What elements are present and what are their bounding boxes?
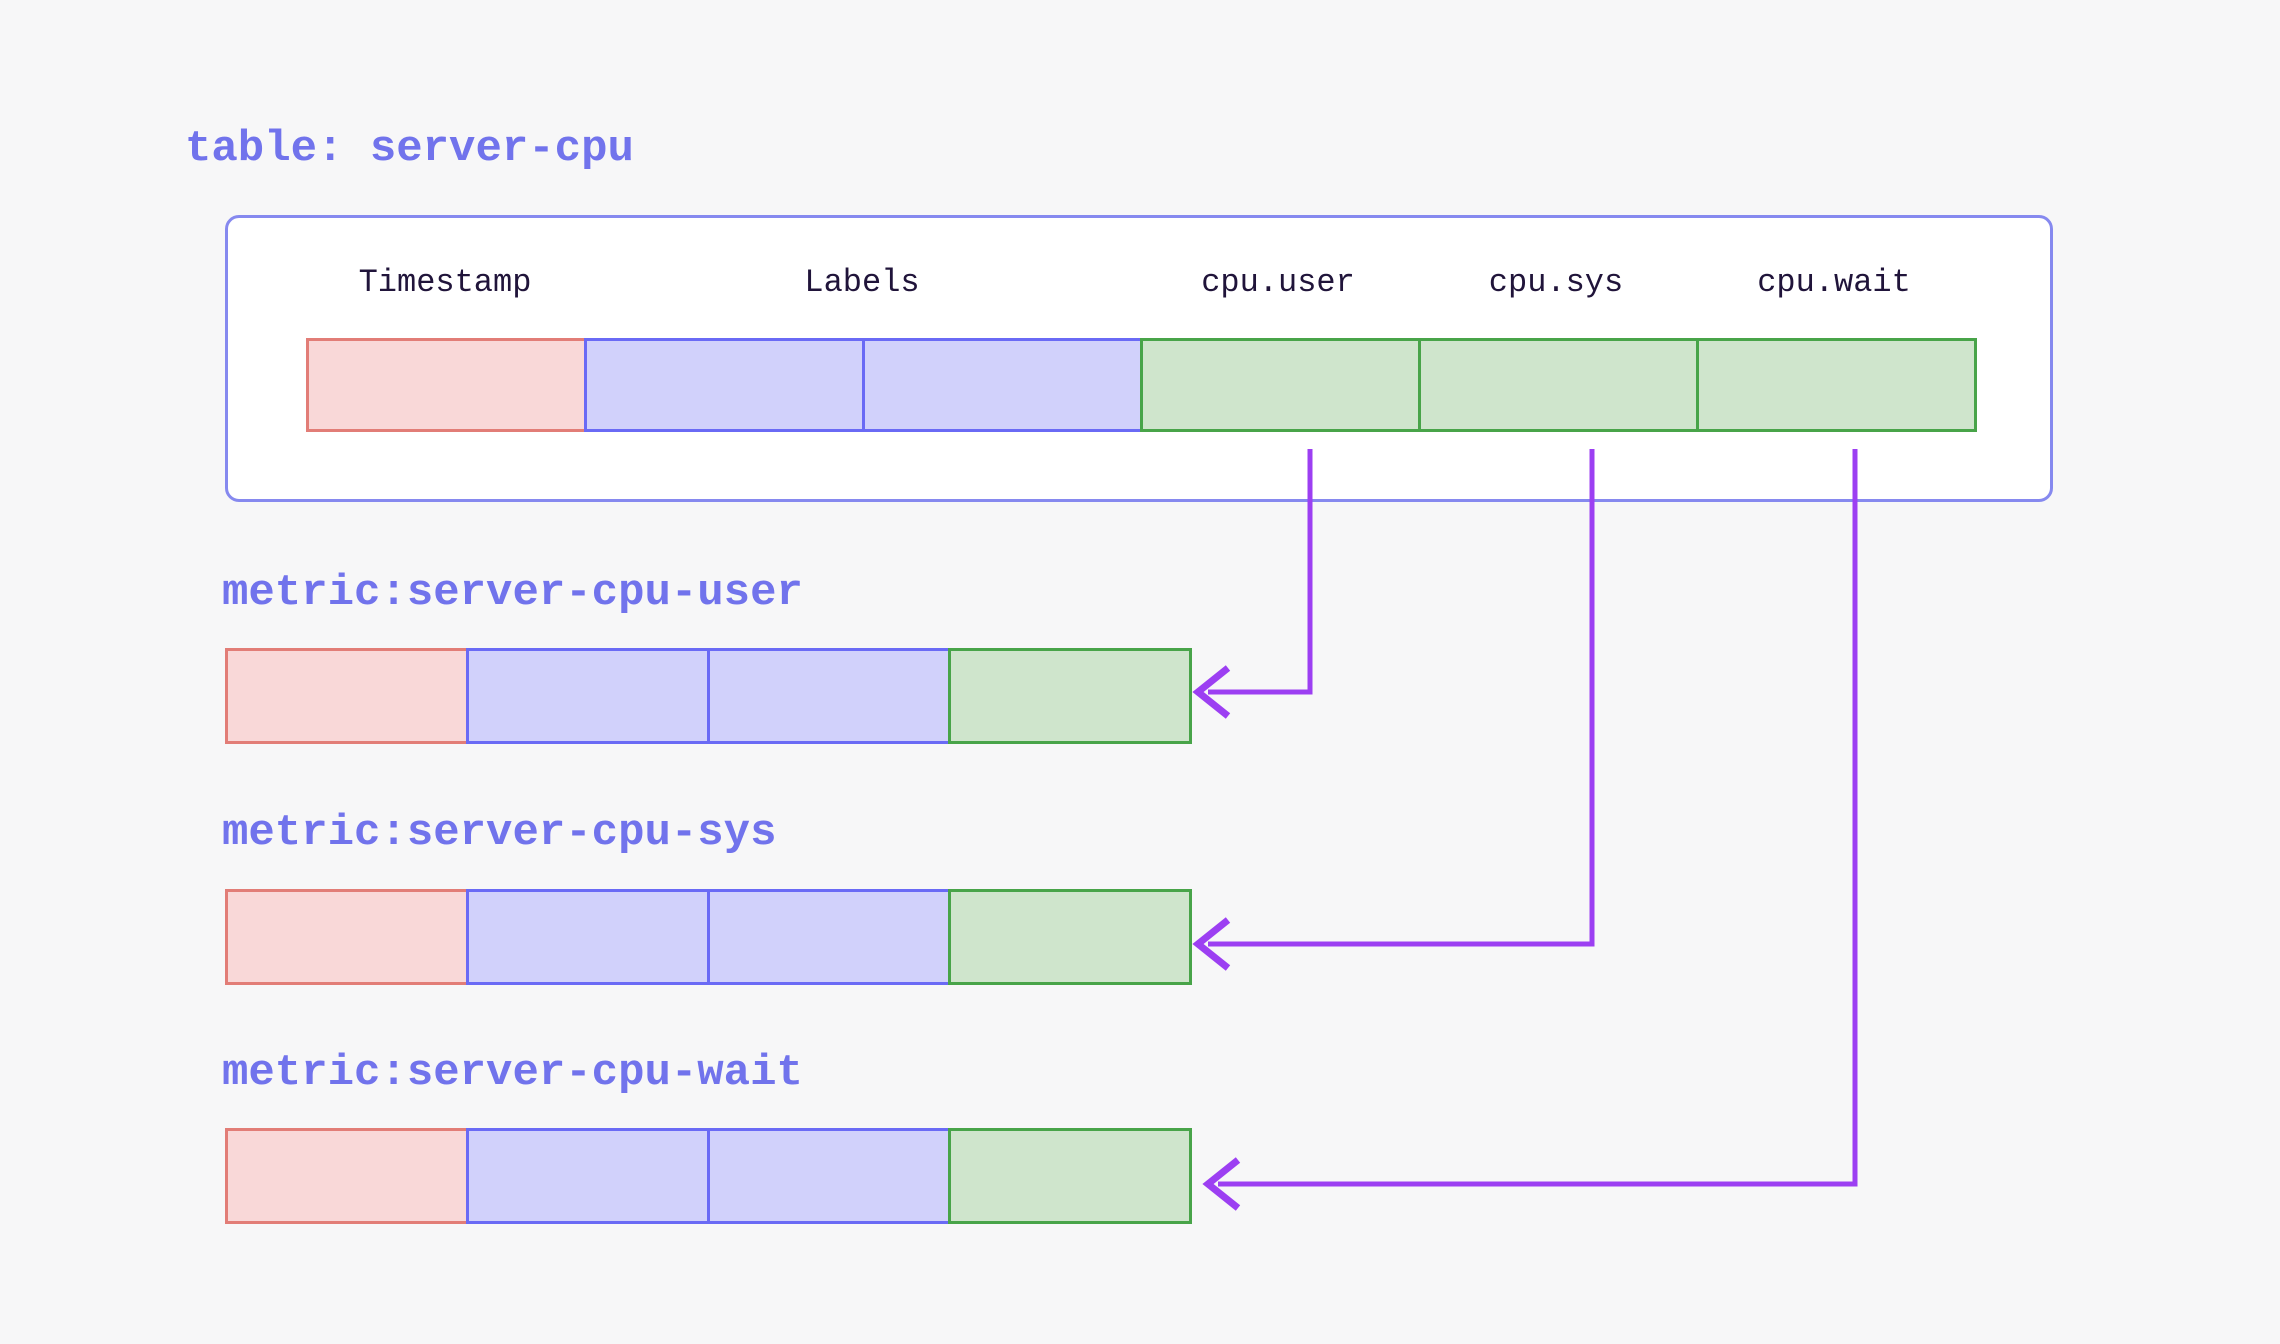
label-cell <box>707 889 951 985</box>
metric-title-sys: metric:server-cpu-sys <box>222 808 777 858</box>
column-header-cpu-user: cpu.user <box>1201 264 1355 301</box>
label-cell <box>466 648 710 744</box>
field-cell <box>948 889 1192 985</box>
label-cell <box>466 1128 710 1224</box>
label-cell <box>584 338 865 432</box>
metric-title-wait: metric:server-cpu-wait <box>222 1048 803 1098</box>
column-header-cpu-sys: cpu.sys <box>1488 264 1624 301</box>
field-cell <box>948 1128 1192 1224</box>
metric-title-user: metric:server-cpu-user <box>222 568 803 618</box>
metric-row-sys <box>225 889 1192 985</box>
table-row <box>306 338 1977 432</box>
label-cell <box>707 648 951 744</box>
timestamp-cell <box>225 889 469 985</box>
arrow-cpu-sys-to-metric <box>1192 449 1595 971</box>
metric-row-wait <box>225 1128 1192 1224</box>
label-cell <box>466 889 710 985</box>
arrow-cpu-wait-to-metric <box>1202 449 1858 1211</box>
metric-row-user <box>225 648 1192 744</box>
field-cell <box>948 648 1192 744</box>
timestamp-cell <box>306 338 587 432</box>
field-cell-cpu-user <box>1140 338 1421 432</box>
timestamp-cell <box>225 1128 469 1224</box>
column-header-timestamp: Timestamp <box>358 264 532 301</box>
label-cell <box>707 1128 951 1224</box>
field-cell-cpu-sys <box>1418 338 1699 432</box>
timestamp-cell <box>225 648 469 744</box>
table-title: table: server-cpu <box>185 124 634 174</box>
column-header-labels: Labels <box>804 264 920 301</box>
column-header-cpu-wait: cpu.wait <box>1757 264 1911 301</box>
label-cell <box>862 338 1143 432</box>
field-cell-cpu-wait <box>1696 338 1977 432</box>
